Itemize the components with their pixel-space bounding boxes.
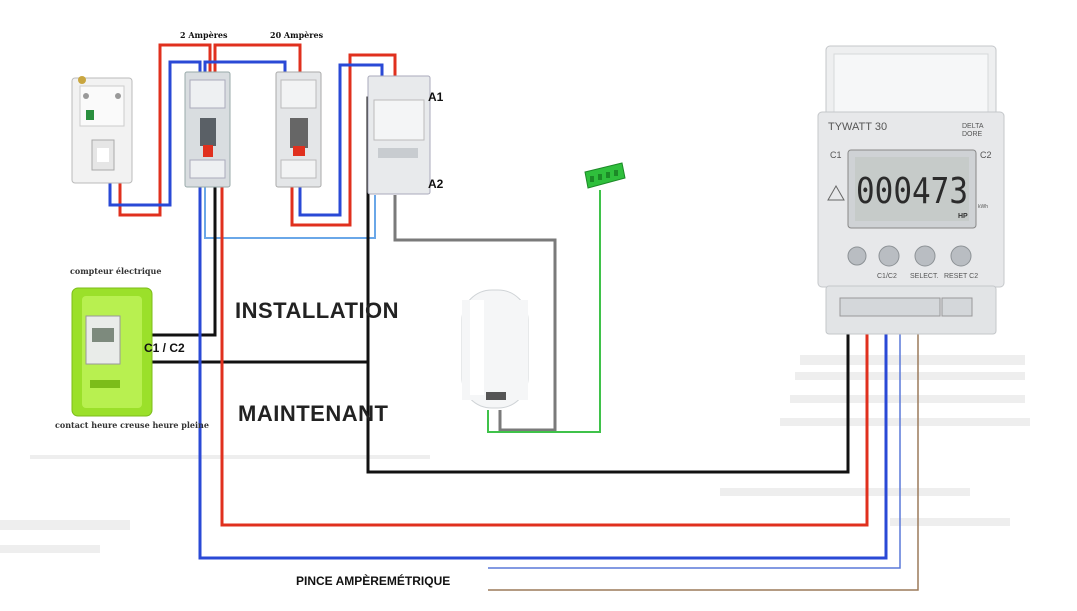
label-2-amperes: 2 Ampères bbox=[180, 30, 228, 40]
blue-wire-top-3 bbox=[298, 63, 384, 217]
black-wire-c1 bbox=[142, 185, 217, 337]
tywatt-unit: kWh bbox=[978, 204, 988, 210]
utility-meter-caption: contact heure creuse heure pleine bbox=[55, 420, 209, 430]
tywatt-tariff: HP bbox=[958, 213, 968, 220]
tywatt-meter bbox=[817, 45, 1005, 335]
terminal-a2: A2 bbox=[428, 177, 444, 191]
tywatt-brand-2: DORE bbox=[962, 131, 983, 138]
differential-breaker bbox=[71, 76, 133, 184]
blue-wire-tywatt bbox=[198, 185, 888, 560]
contactor bbox=[367, 75, 431, 195]
red-wire-top-3 bbox=[290, 53, 397, 227]
background-shading bbox=[0, 355, 1030, 553]
tywatt-button-3: RESET C2 bbox=[944, 273, 978, 280]
terminal-a1: A1 bbox=[428, 90, 444, 104]
blue-wire-top bbox=[108, 60, 202, 207]
red-wire-top-2 bbox=[213, 43, 302, 75]
tywatt-button-1: C1/C2 bbox=[877, 273, 897, 280]
tywatt-model: TYWATT 30 bbox=[828, 121, 887, 133]
clamp-wire-blue bbox=[488, 312, 901, 569]
tywatt-c1: C1 bbox=[830, 150, 842, 160]
breaker-20a bbox=[275, 71, 322, 188]
utility-meter-title: compteur électrique bbox=[70, 266, 162, 276]
black-wire-tywatt bbox=[366, 310, 850, 474]
grey-wire bbox=[393, 195, 557, 432]
label-20-amperes: 20 Ampères bbox=[270, 30, 324, 40]
overlay-installation: INSTALLATION bbox=[235, 298, 400, 323]
utility-meter bbox=[71, 287, 153, 417]
c1-c2-label: C1 / C2 bbox=[144, 341, 185, 355]
earth-terminal-block bbox=[584, 162, 626, 189]
tywatt-c2: C2 bbox=[980, 150, 992, 160]
tywatt-reading: 000473 bbox=[856, 171, 968, 212]
blue-wire-top-2 bbox=[203, 60, 287, 75]
tywatt-button-2: SELECT. bbox=[910, 273, 938, 280]
water-heater bbox=[461, 289, 529, 409]
green-wire bbox=[487, 190, 601, 433]
lightblue-wire bbox=[204, 185, 376, 239]
red-wire-top bbox=[118, 43, 212, 217]
tywatt-brand-1: DELTA bbox=[962, 123, 984, 130]
red-wire-tywatt bbox=[220, 185, 869, 527]
breaker-2a bbox=[184, 71, 231, 188]
clamp-label: PINCE AMPÈREMÉTRIQUE bbox=[296, 574, 451, 588]
clamp-wire-brown bbox=[488, 312, 919, 591]
overlay-maintenant: MAINTENANT bbox=[238, 401, 389, 426]
